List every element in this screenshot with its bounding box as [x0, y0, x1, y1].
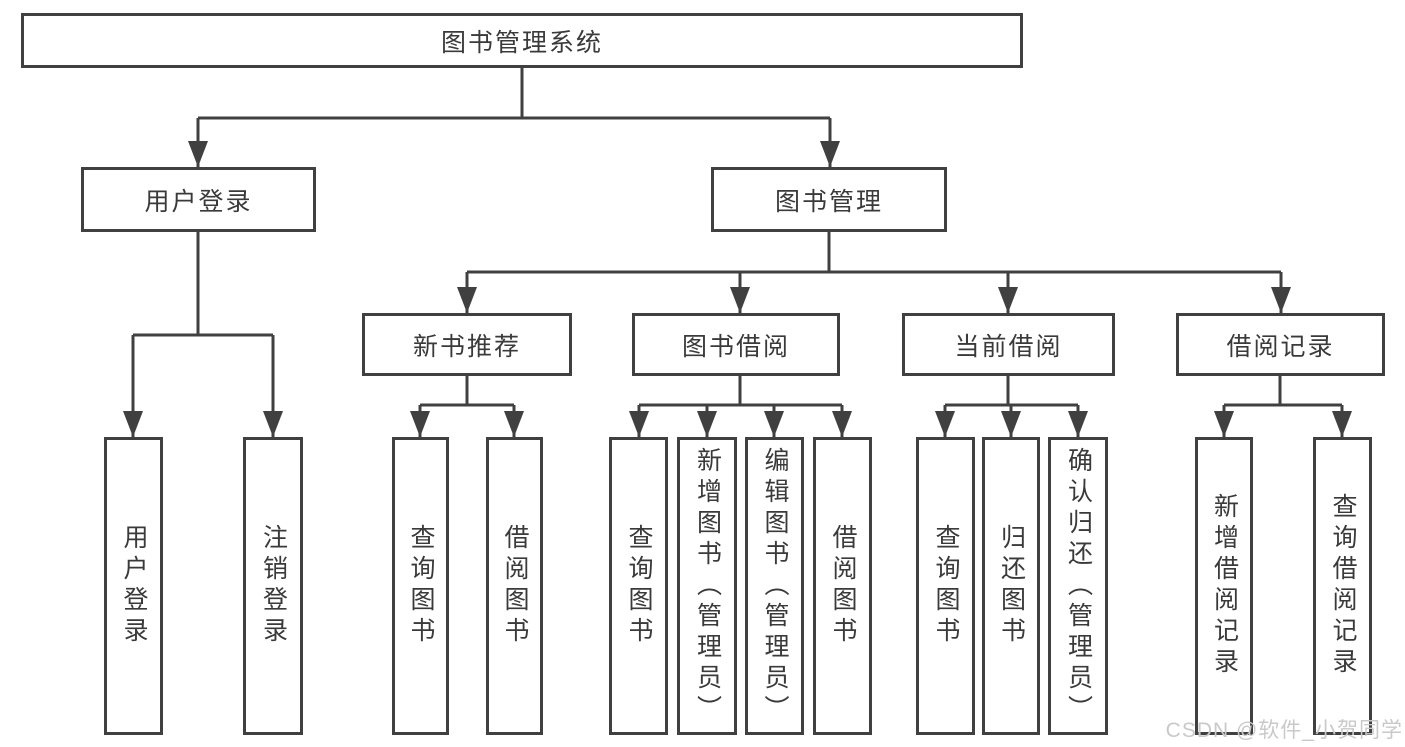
- arrowheads: [123, 141, 1352, 437]
- leaf-edit-book-label: 编辑图书（管理员）: [761, 446, 789, 726]
- node-book-borrow-label: 图书借阅: [681, 332, 790, 361]
- leaf-borrow-book-b: 借阅图书: [813, 437, 872, 735]
- leaf-add-record: 新增借阅记录: [1195, 437, 1253, 735]
- leaf-query-book-a-label: 查询图书: [407, 524, 435, 648]
- node-user-login: 用户登录: [81, 167, 316, 232]
- leaf-user-login-label: 用户登录: [120, 524, 148, 648]
- node-book-borrow: 图书借阅: [632, 313, 840, 376]
- node-new-book-recommend-label: 新书推荐: [412, 332, 521, 361]
- leaf-return-book-label: 归还图书: [997, 524, 1026, 648]
- node-user-login-label: 用户登录: [144, 187, 253, 216]
- node-book-management-label: 图书管理: [774, 187, 883, 216]
- leaf-borrow-book-b-label: 借阅图书: [829, 524, 857, 648]
- leaf-query-book-a: 查询图书: [392, 437, 449, 735]
- node-new-book-recommend: 新书推荐: [362, 313, 572, 376]
- leaf-confirm-return-label: 确认归还（管理员）: [1064, 446, 1093, 726]
- leaf-add-book-label: 新增图书（管理员）: [693, 446, 722, 726]
- leaf-return-book: 归还图书: [982, 437, 1040, 735]
- node-root-label: 图书管理系统: [440, 28, 603, 57]
- leaf-add-book: 新增图书（管理员）: [677, 437, 737, 735]
- leaf-borrow-book-a: 借阅图书: [486, 437, 543, 735]
- leaf-logout: 注销登录: [243, 437, 303, 735]
- node-book-management: 图书管理: [711, 167, 947, 232]
- leaf-query-book-b-label: 查询图书: [625, 524, 653, 648]
- node-current-borrow-label: 当前借阅: [954, 332, 1063, 361]
- leaf-user-login: 用户登录: [104, 437, 163, 735]
- leaf-add-record-label: 新增借阅记录: [1210, 493, 1239, 679]
- leaf-query-record-label: 查询借阅记录: [1329, 493, 1357, 679]
- leaf-query-record: 查询借阅记录: [1313, 437, 1372, 735]
- node-current-borrow: 当前借阅: [902, 313, 1115, 376]
- node-borrow-record: 借阅记录: [1176, 313, 1385, 376]
- leaf-borrow-book-a-label: 借阅图书: [501, 524, 529, 648]
- leaf-edit-book: 编辑图书（管理员）: [745, 437, 804, 735]
- leaf-query-book-b: 查询图书: [609, 437, 668, 735]
- leaf-confirm-return: 确认归还（管理员）: [1048, 437, 1108, 735]
- leaf-query-book-c-label: 查询图书: [932, 524, 960, 648]
- node-root: 图书管理系统: [21, 13, 1023, 68]
- node-borrow-record-label: 借阅记录: [1226, 332, 1335, 361]
- leaf-logout-label: 注销登录: [259, 524, 288, 648]
- csdn-watermark: CSDN @软件_小贺同学: [1165, 719, 1403, 742]
- leaf-query-book-c: 查询图书: [916, 437, 975, 735]
- connector-path: [131, 66, 1344, 437]
